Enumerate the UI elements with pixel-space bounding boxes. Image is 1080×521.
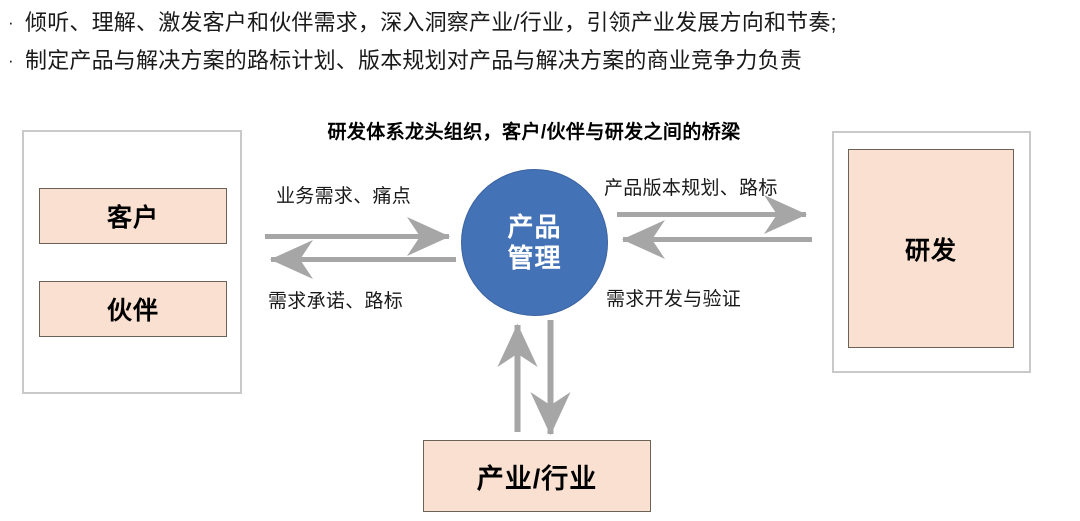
- edge-label-left-bottom: 需求承诺、路标: [268, 291, 404, 312]
- bullet-marker-icon: ·: [8, 51, 14, 70]
- node-partner-label: 伙伴: [106, 297, 159, 325]
- edge-label-right-top: 产品版本规划、路标: [604, 178, 778, 199]
- diagram-title-text: 研发体系龙头组织，客户/伙伴与研发之间的桥梁: [327, 122, 741, 143]
- bullet-item: · 倾听、理解、激发客户和伙伴需求，深入洞察产业/行业，引领产业发展方向和节奏;: [8, 4, 1068, 42]
- node-industry-label: 产业/行业: [476, 463, 598, 494]
- node-rd-label: 研发: [904, 236, 957, 265]
- diagram-title: 研发体系龙头组织，客户/伙伴与研发之间的桥梁: [0, 117, 1080, 144]
- node-customer-label: 客户: [106, 204, 159, 232]
- edge-label-left-top: 业务需求、痛点: [276, 186, 412, 207]
- node-product-management[interactable]: 产品 管理: [461, 169, 608, 316]
- node-partner[interactable]: 伙伴: [39, 281, 227, 337]
- node-rd[interactable]: 研发: [848, 149, 1014, 348]
- bullet-list: · 倾听、理解、激发客户和伙伴需求，深入洞察产业/行业，引领产业发展方向和节奏;…: [8, 4, 1068, 80]
- edge-label-right-bottom: 需求开发与验证: [606, 289, 742, 310]
- bullet-item: · 制定产品与解决方案的路标计划、版本规划对产品与解决方案的商业竞争力负责: [8, 42, 1068, 80]
- node-product-management-line1: 产品: [507, 211, 562, 242]
- node-customer[interactable]: 客户: [39, 188, 227, 244]
- bullet-marker-icon: ·: [8, 13, 14, 32]
- bullet-text: 倾听、理解、激发客户和伙伴需求，深入洞察产业/行业，引领产业发展方向和节奏;: [25, 10, 837, 35]
- left-group-container: [22, 130, 242, 394]
- node-product-management-line2: 管理: [507, 242, 562, 273]
- node-industry[interactable]: 产业/行业: [423, 440, 651, 512]
- bullet-text: 制定产品与解决方案的路标计划、版本规划对产品与解决方案的商业竞争力负责: [25, 48, 803, 73]
